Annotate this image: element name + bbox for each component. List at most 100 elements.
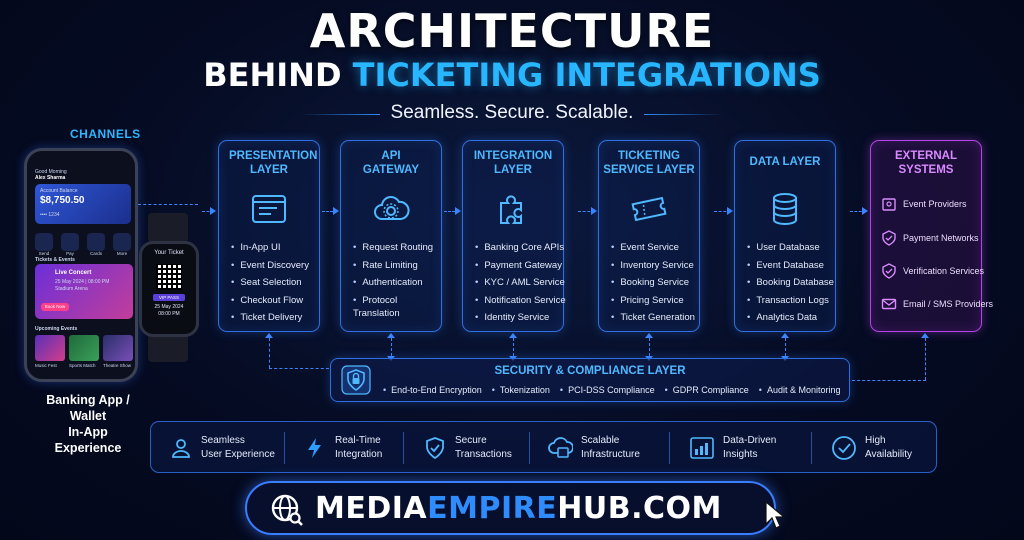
security-item: Audit & Monitoring — [759, 385, 841, 395]
layer-items: Banking Core APIs Payment Gateway KYC / … — [475, 239, 566, 327]
layer-data: DATA LAYER User Database Event Database … — [734, 140, 836, 332]
quick-action-cards[interactable]: Cards — [87, 233, 105, 256]
external-item-event-providers: Event Providers — [881, 195, 967, 213]
layer-item: Seat Selection — [231, 274, 309, 292]
title-white: BEHIND — [203, 56, 342, 94]
quick-action-more[interactable]: More — [113, 233, 131, 256]
benefit-line-1: Secure — [455, 435, 487, 446]
puzzle-icon — [500, 195, 522, 224]
chart-icon — [690, 437, 714, 459]
layer-item: Banking Core APIs — [475, 239, 566, 257]
website-url-button[interactable]: MEDIAEMPIREHUB.COM — [245, 481, 776, 535]
connector-horizontal-left — [269, 368, 329, 369]
event-date: 25 May 2024 | 08:00 PM — [55, 279, 110, 285]
benefit-line-1: Data-Driven — [723, 435, 777, 446]
benefit-line-2: Transactions — [455, 449, 512, 460]
layer-item: Event Service — [611, 239, 695, 257]
upcoming-thumb-1[interactable] — [35, 335, 65, 361]
benefit-divider — [403, 432, 404, 464]
connector-ticketing-security — [645, 333, 653, 361]
layer-item: Authentication — [353, 274, 439, 292]
title-blue: TICKETING INTEGRATIONS — [352, 56, 821, 94]
tagline: Seamless. Secure. Scalable. — [390, 102, 634, 123]
layer-item: Identity Service — [475, 309, 566, 327]
security-item: GDPR Compliance — [665, 385, 749, 395]
layer-title: API GATEWAY — [362, 150, 420, 176]
connector-presentation-security — [265, 333, 273, 368]
channels-label: CHANNELS — [70, 127, 141, 141]
user-icon — [172, 439, 190, 458]
balance-card: Account Balance $8,750.50 •••• 1234 — [35, 184, 131, 224]
lock-shield-icon — [341, 365, 371, 395]
layer-item: Booking Database — [747, 274, 834, 292]
ticket-icon — [631, 196, 667, 222]
layer-item: Analytics Data — [747, 309, 834, 327]
connector-integration-security — [509, 333, 517, 361]
quick-action-pay[interactable]: Pay — [61, 233, 79, 256]
benefit-line-1: High — [865, 435, 886, 446]
tagline-divider-right — [644, 114, 724, 115]
external-item-email-sms: Email / SMS Providers — [881, 295, 993, 313]
lightning-icon — [308, 438, 321, 458]
upcoming-label-2: Sports Match — [69, 363, 96, 368]
event-name: Live Concert — [55, 270, 92, 276]
layer-title: DATA LAYER — [749, 156, 821, 168]
connector-data-security — [781, 333, 789, 361]
email-icon — [881, 298, 897, 310]
event-venue: Stadium Arena — [55, 286, 88, 292]
quick-actions: Send Pay Cards More — [35, 233, 131, 256]
title-line-2: BEHIND TICKETING INTEGRATIONS — [0, 56, 1024, 94]
channel-caption: Banking App / Wallet In-App Experience — [38, 392, 138, 456]
upcoming-thumb-2[interactable] — [69, 335, 99, 361]
layer-item: Ticket Generation — [611, 309, 695, 327]
vip-pass-badge: VIP PASS — [153, 294, 185, 301]
building-icon — [882, 198, 896, 211]
benefit-line-2: Integration — [335, 449, 383, 460]
website-url: MEDIAEMPIREHUB.COM — [315, 491, 722, 526]
upcoming-label-1: Music Fest — [35, 363, 57, 368]
quick-action-send[interactable]: Send — [35, 233, 53, 256]
layer-item: Transaction Logs — [747, 292, 834, 310]
layer-item: Event Discovery — [231, 257, 309, 275]
card-suffix: •••• 1234 — [40, 212, 60, 218]
benefit-line-2: Insights — [723, 449, 758, 460]
layer-item: Notification Service — [475, 292, 565, 310]
balance-label: Account Balance — [40, 188, 78, 194]
arrow-ticketing-to-data — [714, 207, 733, 215]
upcoming-thumb-3[interactable] — [103, 335, 133, 361]
benefit-line-2: Availability — [865, 449, 913, 460]
benefit-divider — [669, 432, 670, 464]
layer-item: Booking Service — [611, 274, 695, 292]
phone-mockup: Good Morning Alex Sharma Account Balance… — [24, 148, 138, 382]
layer-item: Payment Gateway — [475, 257, 566, 275]
layer-title: INTEGRATION LAYER — [473, 150, 553, 176]
caption-line-2: In-App Experience — [54, 425, 122, 455]
shield-check-icon — [426, 437, 444, 460]
layer-item: Inventory Service — [611, 257, 695, 275]
connector-api-security — [387, 333, 395, 361]
benefit-line-2: User Experience — [201, 449, 275, 460]
upcoming-label-3: Theatre Show — [103, 363, 132, 368]
caption-line-1: Banking App / Wallet — [46, 393, 130, 423]
watch-band-bottom — [148, 332, 188, 362]
external-item-payment-networks: Payment Networks — [881, 229, 979, 247]
phone-greeting: Good Morning — [35, 169, 67, 175]
balance-value: $8,750.50 — [40, 195, 85, 206]
layer-item: In-App UI — [231, 239, 309, 257]
watch-time: 08:00 PM — [158, 311, 180, 317]
layer-api-gateway: API GATEWAY Request Routing Rate Limitin… — [340, 140, 442, 332]
card-shield-icon — [882, 230, 896, 246]
book-now-button[interactable]: Book Now — [41, 303, 69, 311]
arrow-channels-to-presentation — [202, 207, 216, 215]
security-item: Tokenization — [492, 385, 550, 395]
watch-title: Your Ticket — [154, 250, 184, 256]
cloud-gear-icon — [374, 196, 410, 220]
layer-item: Checkout Flow — [231, 292, 309, 310]
cloud-server-icon — [548, 437, 573, 458]
layer-item: KYC / AML Service — [475, 274, 566, 292]
layer-ticketing-service: TICKETING SERVICE LAYER Event Service In… — [598, 140, 700, 332]
layer-item: User Database — [747, 239, 834, 257]
channel-connector — [138, 204, 198, 205]
